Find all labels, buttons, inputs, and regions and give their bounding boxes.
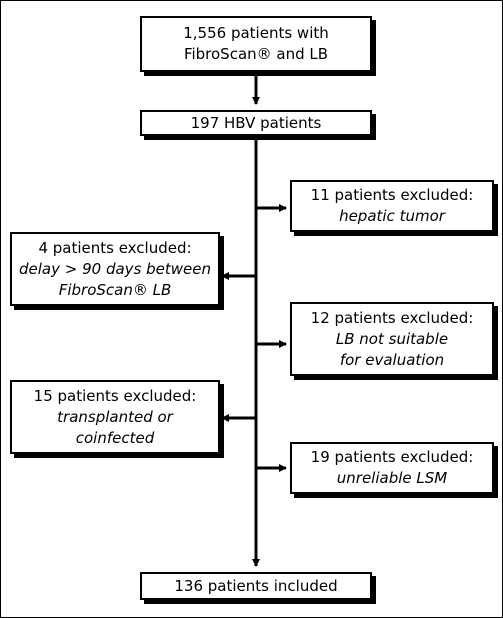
excl-delay-reason-line1: delay > 90 days between <box>19 259 211 278</box>
excl-lb-box: 12 patients excluded: LB not suitable fo… <box>290 302 494 376</box>
excl-tumor-reason: hepatic tumor <box>339 207 445 225</box>
start-box-line1: 1,556 patients with <box>183 24 329 42</box>
start-box-line2: FibroScan® and LB <box>183 45 329 63</box>
excl-lsm-count: 19 patients excluded: <box>310 448 474 466</box>
excl-lb-reason-line2: for evaluation <box>339 350 445 369</box>
excl-lsm-box: 19 patients excluded: unreliable LSM <box>290 442 494 494</box>
included-box-line1: 136 patients included <box>174 576 338 595</box>
excl-lsm-reason: unreliable LSM <box>336 469 448 487</box>
excl-tumor-count: 11 patients excluded: <box>310 186 474 204</box>
excl-lb-reason-line1: LB not suitable <box>335 329 449 348</box>
excl-delay-box: 4 patients excluded: delay > 90 days bet… <box>10 232 220 306</box>
excl-transplant-box: 15 patients excluded: transplanted or co… <box>10 380 220 454</box>
hbv-box-line1: 197 HBV patients <box>190 113 322 132</box>
excl-tumor-box: 11 patients excluded: hepatic tumor <box>290 180 494 232</box>
hbv-box: 197 HBV patients <box>140 110 372 136</box>
excl-delay-count: 4 patients excluded: <box>38 238 192 257</box>
start-box: 1,556 patients with FibroScan® and LB <box>140 16 372 72</box>
excl-transplant-count: 15 patients excluded: <box>33 386 197 405</box>
excl-transplant-reason-line1: transplanted or <box>57 407 173 426</box>
excl-delay-reason-line2: FibroScan® LB <box>58 280 172 299</box>
excl-lb-count: 12 patients excluded: <box>310 308 474 327</box>
excl-transplant-reason-line2: coinfected <box>75 428 155 447</box>
included-box: 136 patients included <box>140 572 372 600</box>
